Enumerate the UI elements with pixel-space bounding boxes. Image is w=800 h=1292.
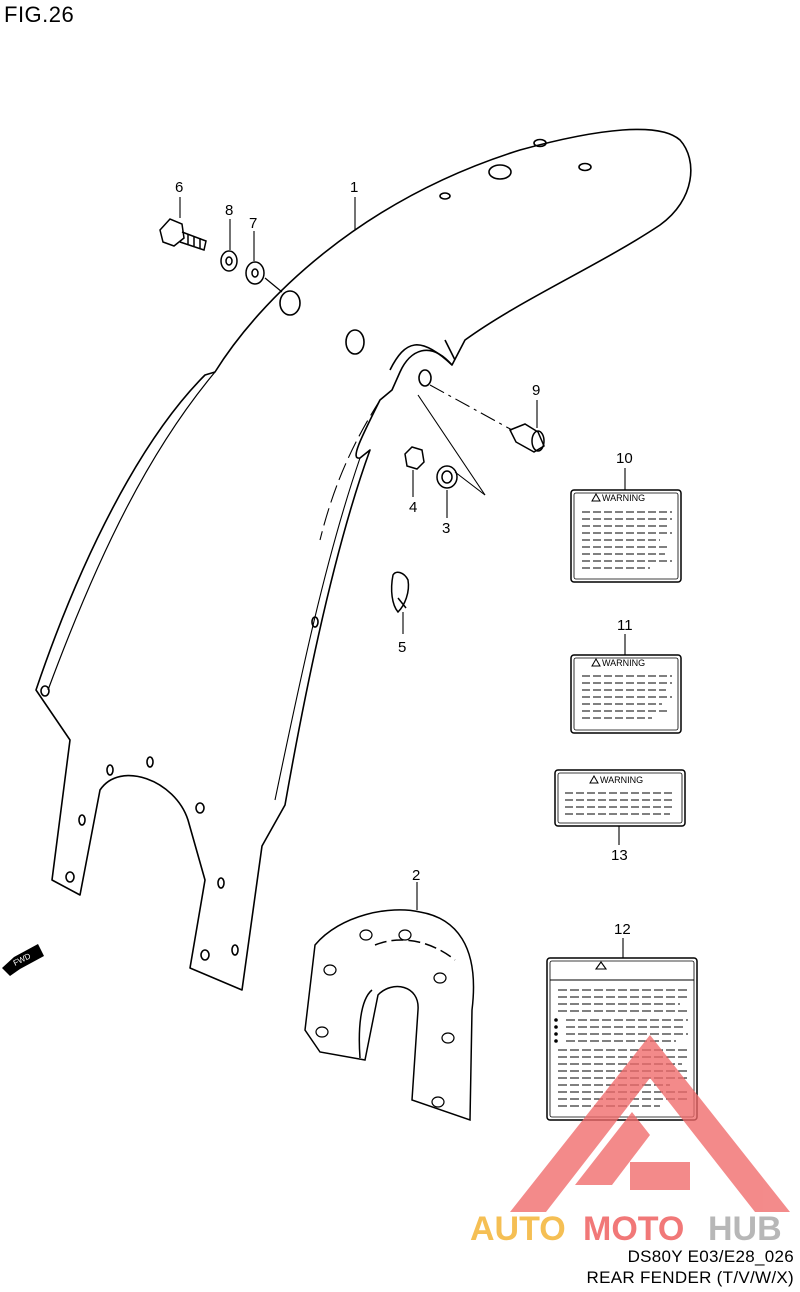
watermark-hub: HUB bbox=[708, 1210, 782, 1248]
figure-label: FIG.26 bbox=[4, 2, 75, 27]
warning-text-13: WARNING bbox=[600, 775, 643, 785]
callout-2: 2 bbox=[412, 867, 420, 884]
callout-3: 3 bbox=[442, 520, 450, 537]
label-13 bbox=[554, 769, 686, 827]
bolt-6 bbox=[159, 218, 207, 251]
callout-10: 10 bbox=[616, 450, 633, 467]
watermark-logo bbox=[510, 1035, 790, 1212]
footer-title: REAR FENDER (T/V/W/X) bbox=[586, 1268, 794, 1287]
watermark-auto: AUTO bbox=[470, 1210, 566, 1248]
watermark-moto: MOTO bbox=[583, 1210, 684, 1248]
washer-8 bbox=[220, 250, 238, 272]
bolt-9 bbox=[508, 423, 545, 453]
warning-header-10: WARNING bbox=[591, 492, 645, 503]
callout-11: 11 bbox=[617, 617, 633, 634]
label-10 bbox=[570, 489, 682, 583]
callout-6: 6 bbox=[175, 179, 183, 196]
warning-text-11: WARNING bbox=[602, 658, 645, 668]
warning-header-13: WARNING bbox=[589, 774, 643, 785]
leader-lines bbox=[179, 197, 626, 958]
warning-text-10: WARNING bbox=[602, 493, 645, 503]
warning-header-11: WARNING bbox=[591, 657, 645, 668]
footer-code: DS80Y E03/E28_026 bbox=[627, 1247, 794, 1266]
callout-8: 8 bbox=[225, 202, 233, 219]
watermark-text: AUTO MOTO HUB bbox=[470, 1210, 782, 1248]
callout-1: 1 bbox=[350, 179, 358, 196]
callout-9: 9 bbox=[532, 382, 540, 399]
clamp-5 bbox=[390, 571, 410, 614]
washer-7 bbox=[245, 261, 265, 285]
callout-7: 7 bbox=[249, 215, 257, 232]
rear-fender bbox=[35, 128, 692, 991]
callout-5: 5 bbox=[398, 639, 406, 656]
collar-3 bbox=[436, 465, 458, 489]
label-11 bbox=[570, 654, 682, 734]
callout-numbers: 1 2 3 4 5 6 7 8 9 10 11 12 13 bbox=[175, 179, 633, 938]
callout-4: 4 bbox=[409, 499, 417, 516]
callout-13: 13 bbox=[611, 847, 628, 864]
callout-12: 12 bbox=[614, 921, 631, 938]
mud-guard-part bbox=[304, 909, 475, 1122]
fwd-arrow: FWD bbox=[2, 944, 44, 976]
nut-4 bbox=[404, 446, 425, 470]
